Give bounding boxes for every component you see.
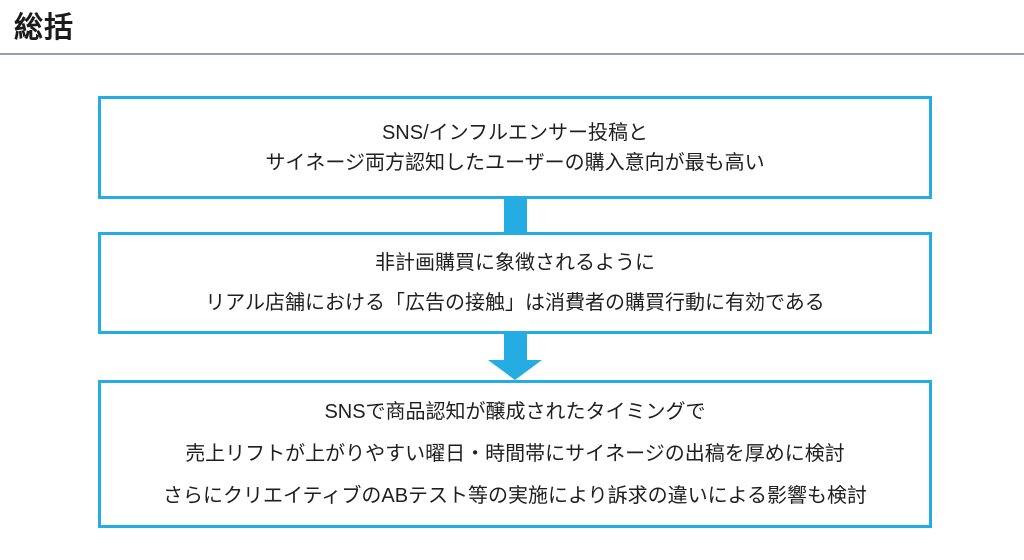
summary-flow: SNS/インフルエンサー投稿と サイネージ両方認知したユーザーの購入意向が最も高… (98, 96, 932, 528)
box-text-line: さらにクリエイティブのABテスト等の実施により訴求の違いによる影響も検討 (162, 485, 868, 507)
box-text-line: 売上リフトが上がりやすい曜日・時間帯にサイネージの出稿を厚めに検討 (185, 443, 845, 465)
title-divider (0, 53, 1024, 55)
summary-box-unplanned-purchase: 非計画購買に象徴されるように リアル店舗における「広告の接触」は消費者の購買行動… (98, 232, 932, 334)
box-text-line: 非計画購買に象徴されるように (375, 252, 655, 274)
page-title: 総括 (14, 12, 75, 44)
box-text-line: リアル店舗における「広告の接触」は消費者の購買行動に有効である (205, 292, 825, 314)
summary-box-recommendation: SNSで商品認知が醸成されたタイミングで 売上リフトが上がりやすい曜日・時間帯に… (98, 380, 932, 528)
box-text-line: SNSで商品認知が醸成されたタイミングで (324, 401, 706, 423)
box-text-line: サイネージ両方認知したユーザーの購入意向が最も高い (265, 151, 765, 174)
box-text-line: SNS/インフルエンサー投稿と (381, 121, 649, 144)
down-connector-icon (503, 199, 527, 232)
summary-box-awareness: SNS/インフルエンサー投稿と サイネージ両方認知したユーザーの購入意向が最も高… (98, 96, 932, 199)
down-arrow-icon (488, 334, 542, 380)
